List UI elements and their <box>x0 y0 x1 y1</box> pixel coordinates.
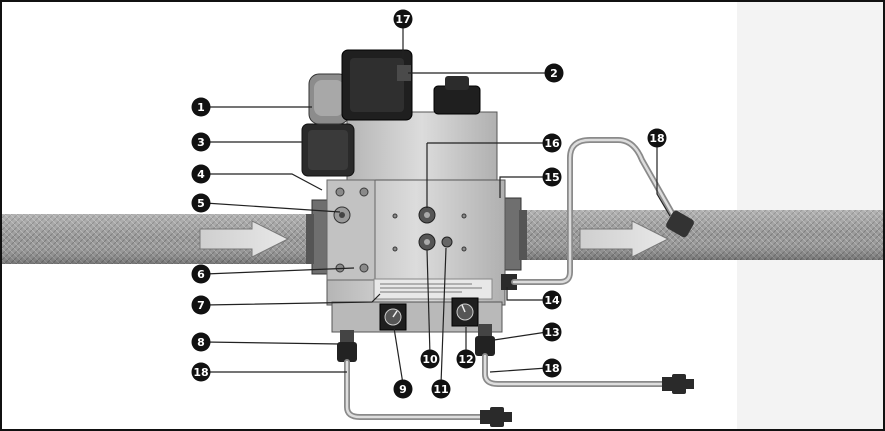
callout-13: 13 <box>542 322 562 342</box>
callout-14-label: 14 <box>544 294 560 307</box>
solenoid-coil-lower <box>301 123 355 177</box>
callout-1-label: 1 <box>197 101 205 114</box>
callout-18-bottom-right-label: 18 <box>544 362 559 375</box>
callout-2: 2 <box>544 63 564 83</box>
adjustment-knob <box>433 76 481 115</box>
callout-7-label: 7 <box>197 299 205 312</box>
callout-18-bottom-right: 18 <box>542 358 562 378</box>
solenoid-connector-upper <box>308 73 350 125</box>
callout-2-label: 2 <box>550 67 558 80</box>
callout-18-outlet: 18 <box>647 128 667 148</box>
bolts <box>335 187 467 273</box>
callout-4: 4 <box>191 164 211 184</box>
pressure-port-upper <box>418 206 436 224</box>
callout-18-bottom-left-label: 18 <box>193 366 208 379</box>
callout-4-label: 4 <box>197 168 205 181</box>
callout-markers: 17 2 1 3 16 18 4 15 5 6 14 7 8 13 18 12 … <box>191 9 667 399</box>
fitting-right <box>475 324 495 356</box>
callout-12: 12 <box>456 349 476 369</box>
fitting-side <box>501 274 517 290</box>
callout-9-label: 9 <box>399 383 407 396</box>
impulse-tube-bottom-right <box>482 353 694 394</box>
outlet-pipe <box>512 210 883 260</box>
leader-lines <box>204 26 671 385</box>
callout-3: 3 <box>191 132 211 152</box>
callout-8: 8 <box>191 332 211 352</box>
callout-5: 5 <box>191 193 211 213</box>
callout-17-label: 17 <box>395 13 410 26</box>
callout-3-label: 3 <box>197 136 205 149</box>
callout-13-label: 13 <box>544 326 559 339</box>
callout-18-outlet-label: 18 <box>649 132 664 145</box>
callout-6: 6 <box>191 264 211 284</box>
inlet-pressure-nipple <box>333 206 351 224</box>
impulse-tube-outlet <box>511 137 694 285</box>
callout-1: 1 <box>191 97 211 117</box>
callout-18-bottom-left: 18 <box>191 362 211 382</box>
pressure-port-small <box>441 236 453 248</box>
callout-11-label: 11 <box>433 383 448 396</box>
callout-11: 11 <box>431 379 451 399</box>
callout-6-label: 6 <box>197 268 205 281</box>
callout-16: 16 <box>542 133 562 153</box>
callout-15-label: 15 <box>544 171 559 184</box>
callout-15: 15 <box>542 167 562 187</box>
impulse-tube-bottom-left <box>344 359 512 427</box>
pressure-dial-left <box>379 303 407 331</box>
callout-17: 17 <box>393 9 413 29</box>
callout-10: 10 <box>420 349 440 369</box>
callout-5-label: 5 <box>197 197 205 210</box>
flow-arrow-inlet <box>199 220 290 258</box>
callout-14: 14 <box>542 290 562 310</box>
callout-16-label: 16 <box>544 137 560 150</box>
callout-9: 9 <box>393 379 413 399</box>
callout-7: 7 <box>191 295 211 315</box>
actuator-main <box>341 49 413 121</box>
callout-8-label: 8 <box>197 336 205 349</box>
callout-12-label: 12 <box>458 353 473 366</box>
pressure-dial-right <box>451 297 479 327</box>
pressure-port-lower <box>418 233 436 251</box>
callout-10-label: 10 <box>422 353 438 366</box>
flow-arrow-outlet <box>579 220 670 258</box>
fitting-left <box>337 330 357 362</box>
